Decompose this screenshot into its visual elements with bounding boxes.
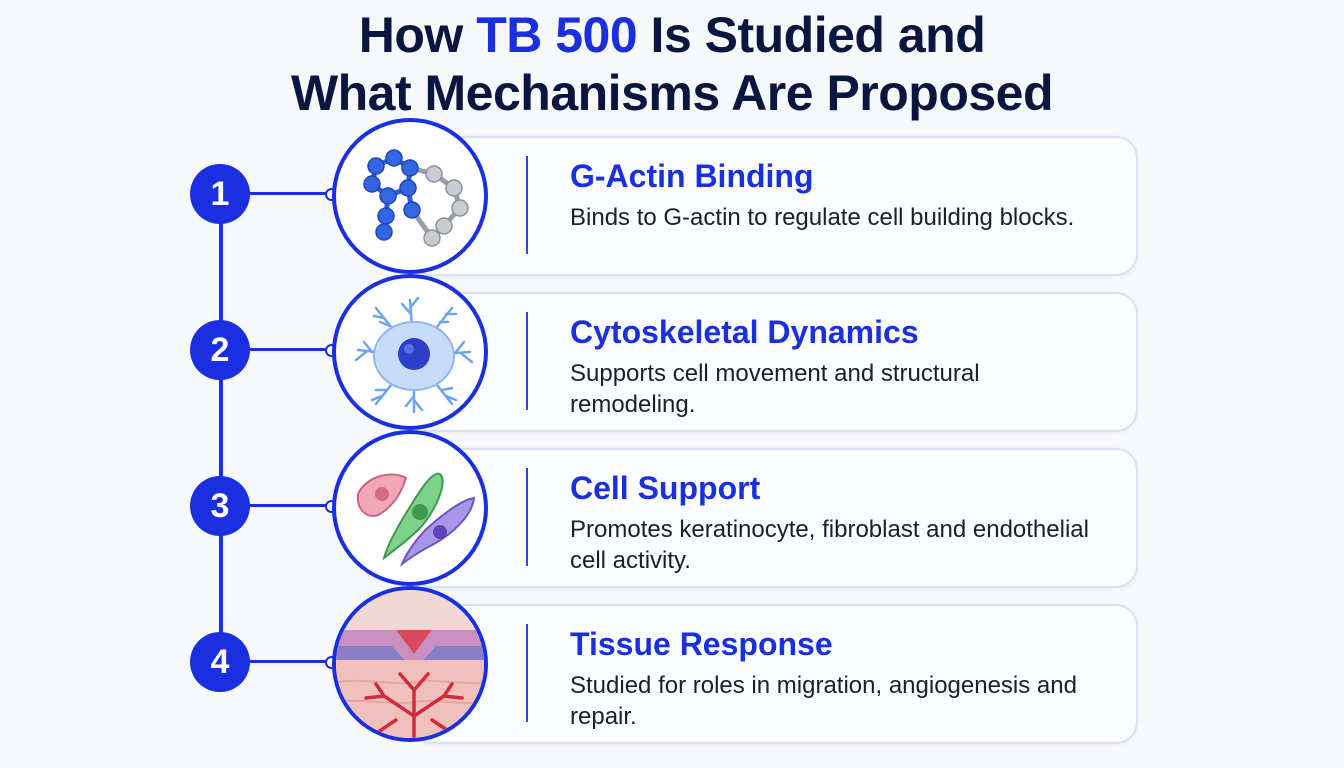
step-card-2: Cytoskeletal Dynamics Supports cell move… — [410, 292, 1138, 432]
molecule-icon — [332, 118, 488, 274]
step-number-badge: 4 — [190, 632, 250, 692]
cells-icon — [332, 430, 488, 586]
step-title: Tissue Response — [570, 626, 833, 662]
timeline-line — [219, 195, 223, 663]
step-card-4: Tissue Response Studied for roles in mig… — [410, 604, 1138, 744]
step-description: Promotes keratinocyte, fibroblast and en… — [570, 516, 1089, 574]
step-card-3: Cell Support Promotes keratinocyte, fibr… — [410, 448, 1138, 588]
step-description: Binds to G-actin to regulate cell buildi… — [570, 204, 1075, 231]
card-divider — [526, 156, 528, 254]
title-line-1: How TB 500 Is Studied and — [0, 6, 1344, 64]
step-number-badge: 1 — [190, 164, 250, 224]
card-divider — [526, 624, 528, 722]
title-text-part: How — [358, 7, 477, 63]
step-description: Studied for roles in migration, angiogen… — [570, 672, 1077, 730]
title-line-2: What Mechanisms Are Proposed — [290, 65, 1054, 121]
cell-icon — [332, 274, 488, 430]
step-number-badge: 2 — [190, 320, 250, 380]
connector-line — [240, 504, 332, 507]
title-accent-text: TB 500 — [476, 7, 638, 63]
card-divider — [526, 312, 528, 410]
step-description: Supports cell movement and structural re… — [570, 360, 980, 418]
step-title: G-Actin Binding — [570, 158, 814, 194]
step-title: Cell Support — [570, 470, 761, 506]
page-title: How TB 500 Is Studied and What Mechanism… — [0, 6, 1344, 122]
step-title: Cytoskeletal Dynamics — [570, 314, 919, 350]
connector-line — [240, 192, 332, 195]
connector-line — [240, 660, 332, 663]
connector-line — [240, 348, 332, 351]
tissue-icon — [332, 586, 488, 742]
title-text-part: Is Studied and — [637, 7, 986, 63]
card-divider — [526, 468, 528, 566]
step-number-badge: 3 — [190, 476, 250, 536]
step-card-1: G-Actin Binding Binds to G-actin to regu… — [410, 136, 1138, 276]
